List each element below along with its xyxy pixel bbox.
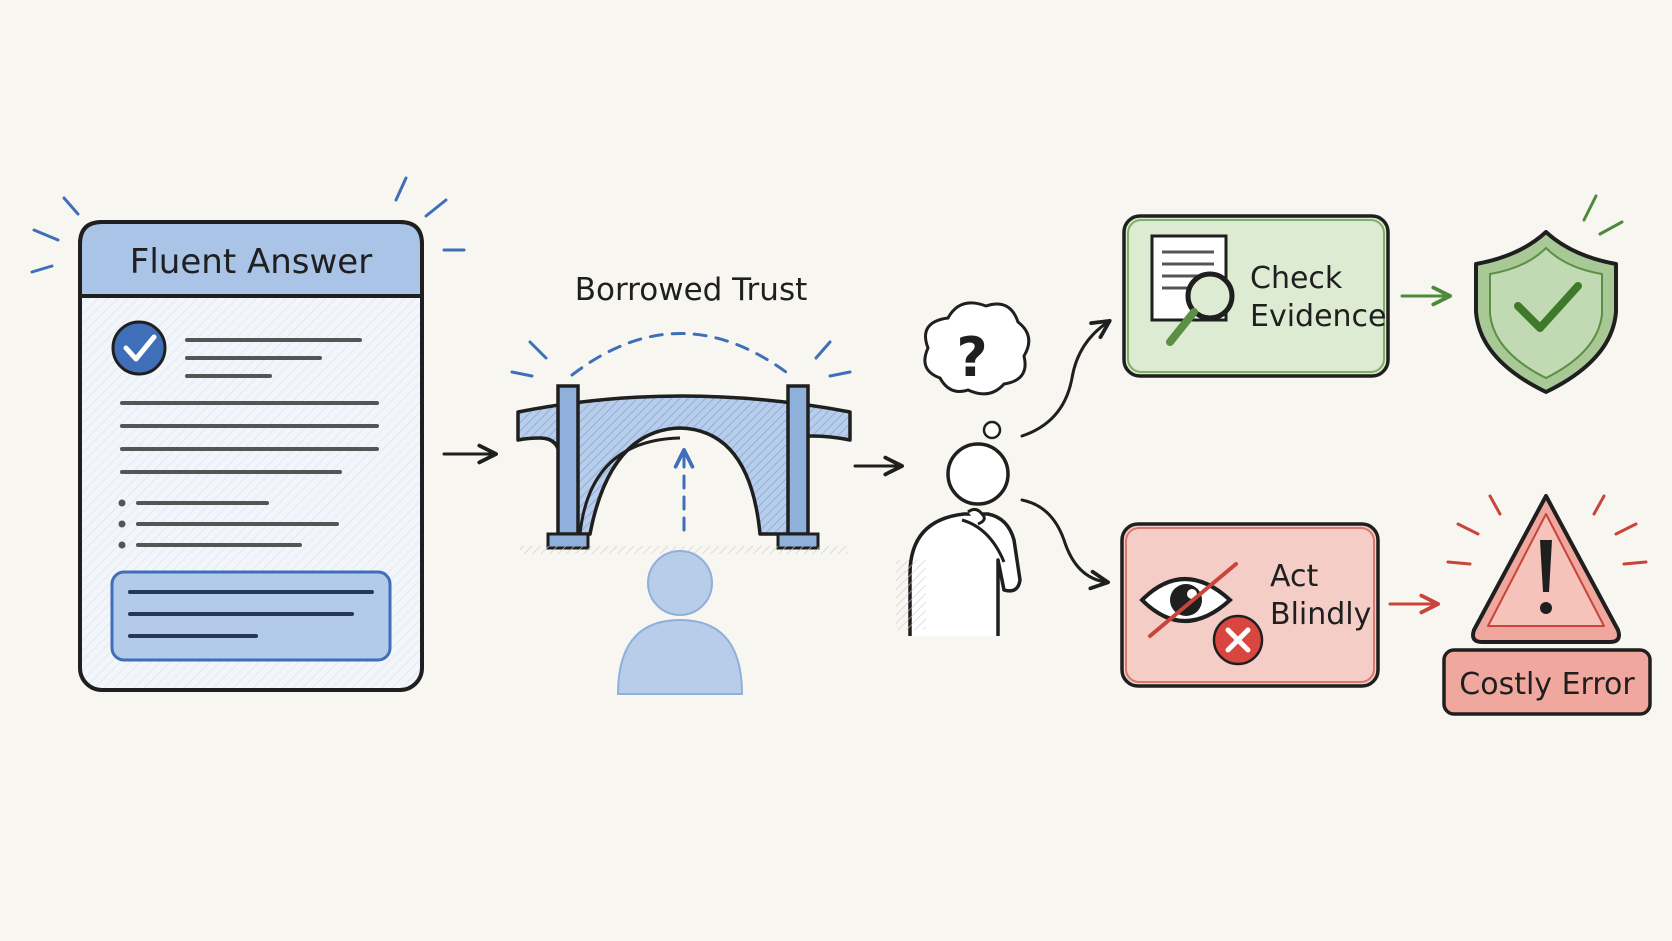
fluent-answer-card: Fluent Answer <box>30 176 466 692</box>
card-highlight-box <box>110 570 392 662</box>
arrow-to-check-evidence <box>1020 318 1112 438</box>
check-evidence-line1: Check <box>1250 261 1343 296</box>
bridge-sparkle-marks <box>510 340 852 378</box>
bridge-scene: Borrowed Trust <box>510 272 852 695</box>
thinking-person: ? <box>896 301 1031 636</box>
trusting-person-silhouette <box>616 550 744 695</box>
thought-bubble: ? <box>923 301 1031 440</box>
bridge-dashed-arc <box>570 332 792 377</box>
card-sparkle-marks <box>30 176 466 274</box>
card-text-lines <box>120 338 379 547</box>
question-mark: ? <box>956 326 987 389</box>
costly-error-badge: Costly Error <box>1442 648 1652 716</box>
act-blindly-line1: Act <box>1270 559 1318 594</box>
card-bullets <box>118 499 126 549</box>
warning-triangle-icon <box>1446 494 1648 644</box>
bridge-label: Borrowed Trust <box>575 272 808 308</box>
card-title: Fluent Answer <box>130 242 372 282</box>
costly-error-label: Costly Error <box>1459 667 1635 702</box>
magnifier-document-icon <box>1150 234 1235 346</box>
check-evidence-box: Check Evidence <box>1122 214 1390 378</box>
arrow-to-act-blindly <box>1020 498 1110 591</box>
shield-check-icon <box>1474 194 1624 394</box>
crossed-eye-icon <box>1139 562 1238 638</box>
check-circle-icon <box>111 320 167 376</box>
act-blindly-box: Act Blindly <box>1120 522 1380 688</box>
x-circle-icon <box>1212 614 1264 666</box>
act-blindly-line2: Blindly <box>1270 597 1371 632</box>
check-evidence-line2: Evidence <box>1250 299 1387 334</box>
